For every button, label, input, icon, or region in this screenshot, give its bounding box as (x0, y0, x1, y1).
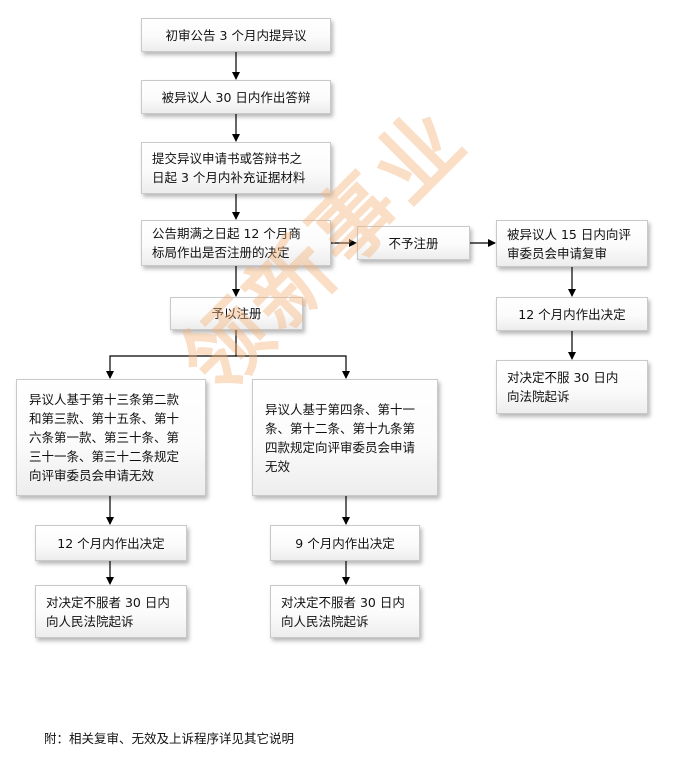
left-lawsuit-line-1: 对决定不服者 30 日内 (46, 594, 170, 610)
invalidation-left-line-3: 六条第一款、第三十条、第 (29, 430, 180, 445)
invalidation-left-line-5: 向评审委员会申请无效 (29, 468, 155, 483)
invalidation-left-line-2: 和第三款、第十五条、第十 (29, 411, 180, 426)
registered-box: 予以注册 (170, 297, 303, 330)
review-lawsuit-line-1: 对决定不服 30 日内 (507, 370, 619, 385)
left-decision-box: 12 个月内作出决定 (35, 525, 187, 561)
review-lawsuit-box: 对决定不服 30 日内 向法院起诉 (496, 360, 648, 414)
respondent-reply-box: 被异议人 30 日内作出答辩 (141, 80, 331, 114)
review-application-line-2: 审委员会申请复审 (507, 245, 608, 261)
registration-decision-box: 公告期满之日起 12 个月商 标局作出是否注册的决定 (141, 220, 331, 266)
left-lawsuit-box: 对决定不服者 30 日内 向人民法院起诉 (35, 585, 187, 638)
left-lawsuit-line-2: 向人民法院起诉 (46, 613, 134, 629)
footnote-text: 附：相关复审、无效及上诉程序详见其它说明 (44, 731, 295, 746)
invalidation-right-line-1: 异议人基于第四条、第十一 (265, 402, 416, 417)
right-decision-box: 9 个月内作出决定 (270, 525, 420, 561)
respondent-reply-text: 被异议人 30 日内作出答辩 (161, 89, 311, 105)
invalidation-right-line-3: 四款规定向评审委员会申请 (265, 440, 416, 455)
review-application-box: 被异议人 15 日内向评 审委员会申请复审 (496, 220, 648, 267)
initial-announcement-box: 初审公告 3 个月内提异议 (141, 18, 331, 52)
supplement-evidence-line-2: 日起 3 个月内补充证据材料 (152, 170, 306, 185)
invalidation-left-line-1: 异议人基于第十三条第二款 (29, 392, 180, 407)
connector-registered-split-right (236, 355, 350, 379)
invalidation-left-line-4: 三十一条、第三十二条规定 (29, 449, 180, 464)
not-registered-text: 不予注册 (388, 235, 439, 251)
registration-decision-line-2: 标局作出是否注册的决定 (152, 245, 290, 260)
invalidation-right-box: 异议人基于第四条、第十一 条、第十二条、第十九条第 四款规定向评审委员会申请 无… (252, 379, 438, 496)
left-decision-text: 12 个月内作出决定 (57, 535, 165, 551)
right-lawsuit-line-1: 对决定不服者 30 日内 (281, 594, 405, 610)
review-decision-text: 12 个月内作出决定 (518, 306, 626, 322)
initial-announcement-text: 初审公告 3 个月内提异议 (165, 27, 307, 43)
right-lawsuit-line-2: 向人民法院起诉 (281, 613, 369, 629)
review-decision-box: 12 个月内作出决定 (496, 297, 648, 331)
review-lawsuit-line-2: 向法院起诉 (507, 389, 570, 404)
right-lawsuit-box: 对决定不服者 30 日内 向人民法院起诉 (270, 585, 420, 638)
connector-registered-split (106, 330, 237, 379)
not-registered-box: 不予注册 (357, 226, 470, 260)
supplement-evidence-line-1: 提交异议申请书或答辩书之 (152, 151, 303, 166)
supplement-evidence-box: 提交异议申请书或答辩书之 日起 3 个月内补充证据材料 (141, 142, 331, 194)
registered-text: 予以注册 (211, 306, 262, 321)
review-application-line-1: 被异议人 15 日内向评 (507, 226, 631, 242)
registration-decision-line-1: 公告期满之日起 12 个月商 (152, 226, 301, 241)
right-decision-text: 9 个月内作出决定 (295, 535, 395, 551)
invalidation-right-line-2: 条、第十二条、第十九条第 (265, 421, 416, 436)
invalidation-left-box: 异议人基于第十三条第二款 和第三款、第十五条、第十 六条第一款、第三十条、第 三… (16, 379, 206, 496)
invalidation-right-line-4: 无效 (265, 459, 291, 474)
